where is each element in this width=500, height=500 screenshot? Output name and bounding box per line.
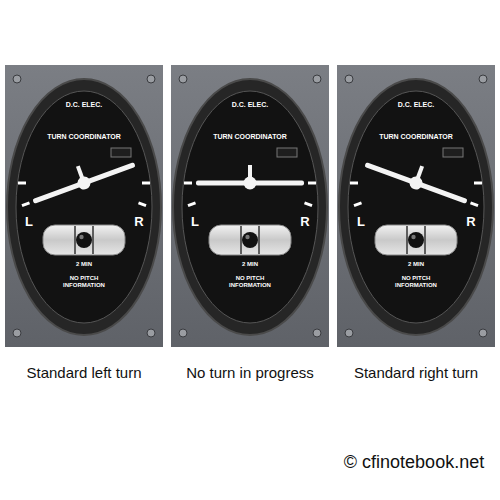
index-mark — [18, 182, 26, 185]
panel-screw — [345, 329, 353, 337]
miniature-airplane — [196, 165, 304, 190]
index-mark — [350, 182, 358, 185]
instrument-panel — [171, 65, 329, 347]
panel-screw — [179, 329, 187, 337]
inclinometer-reference — [92, 226, 94, 254]
inclinometer-tube — [375, 225, 457, 255]
right-mark: R — [462, 215, 480, 229]
caption: Standard left turn — [26, 364, 141, 381]
right-mark: R — [296, 215, 314, 229]
instrument-name: TURN COORDINATOR — [368, 133, 464, 141]
rate-label: 2 MIN — [230, 261, 270, 268]
left-mark: L — [20, 215, 38, 229]
inclinometer-tube — [43, 225, 125, 255]
rate-label: 2 MIN — [64, 261, 104, 268]
power-flag-window — [277, 148, 297, 157]
left-mark: L — [186, 215, 204, 229]
instrument-face — [182, 91, 318, 323]
inclinometer-reference — [74, 226, 76, 254]
instrument-panel — [5, 65, 163, 347]
power-flag-window — [111, 148, 131, 157]
index-mark — [471, 203, 479, 206]
inclinometer-ball — [76, 232, 92, 248]
ball-highlight — [245, 235, 249, 239]
pitch-note: NO PITCH INFORMATION — [391, 275, 441, 288]
inclinometer-reference — [240, 226, 242, 254]
instrument-face — [348, 91, 484, 323]
instrument-bezel — [339, 79, 493, 335]
maker-label: D.C. ELEC. — [210, 101, 290, 109]
index-mark — [188, 203, 196, 206]
pitch-note: NO PITCH INFORMATION — [59, 275, 109, 288]
panel-screw — [13, 75, 21, 83]
panel-screw — [479, 75, 487, 83]
turn-coordinator: D.C. ELEC. TURN COORDINATOR L R 2 MIN NO PITC… — [171, 65, 329, 347]
inclinometer-reference — [406, 226, 408, 254]
panel-screw — [313, 75, 321, 83]
inclinometer-ball — [408, 232, 424, 248]
index-mark — [305, 203, 313, 206]
pitch-note: NO PITCH INFORMATION — [225, 275, 275, 288]
power-flag-window — [443, 148, 463, 157]
index-mark — [142, 182, 150, 185]
ball-highlight — [79, 235, 83, 239]
instrument-bezel — [7, 79, 161, 335]
index-mark — [139, 203, 147, 206]
instrument-panel — [337, 65, 495, 347]
caption: Standard right turn — [354, 364, 478, 381]
index-mark — [184, 182, 192, 185]
maker-label: D.C. ELEC. — [44, 101, 124, 109]
inclinometer-reference — [424, 226, 426, 254]
panel-screw — [147, 75, 155, 83]
turn-coordinator: D.C. ELEC. TURN COORDINATOR L R 2 MIN NO PITC… — [5, 65, 163, 347]
left-mark: L — [352, 215, 370, 229]
index-mark — [474, 182, 482, 185]
inclinometer-tube — [209, 225, 291, 255]
panel-screw — [147, 329, 155, 337]
panel-screw — [345, 75, 353, 83]
instrument-face — [16, 91, 152, 323]
index-mark — [308, 182, 316, 185]
panel-screw — [179, 75, 187, 83]
index-mark — [22, 203, 30, 206]
miniature-airplane — [27, 148, 137, 208]
panel-screw — [313, 329, 321, 337]
instrument-bezel — [173, 79, 327, 335]
panel-screw — [479, 329, 487, 337]
maker-label: D.C. ELEC. — [376, 101, 456, 109]
inclinometer-reference — [258, 226, 260, 254]
turn-coordinator: D.C. ELEC. TURN COORDINATOR L R 2 MIN NO PITC… — [337, 65, 495, 347]
rate-label: 2 MIN — [396, 261, 436, 268]
watermark: © cfinotebook.net — [344, 452, 484, 473]
right-mark: R — [130, 215, 148, 229]
caption: No turn in progress — [186, 364, 314, 381]
miniature-airplane — [363, 148, 473, 208]
index-mark — [354, 203, 362, 206]
instrument-name: TURN COORDINATOR — [36, 133, 132, 141]
inclinometer-ball — [242, 232, 258, 248]
ball-highlight — [411, 235, 415, 239]
instrument-name: TURN COORDINATOR — [202, 133, 298, 141]
panel-screw — [13, 329, 21, 337]
